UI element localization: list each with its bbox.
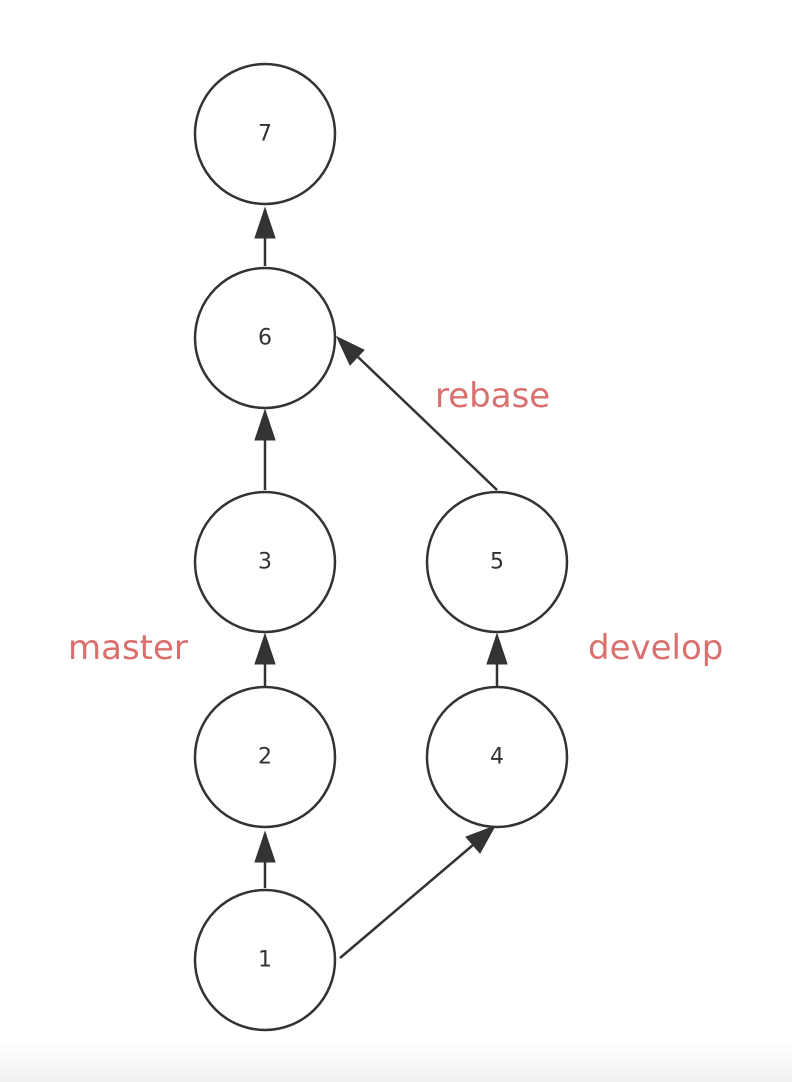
arrow-5-6 [335,335,365,366]
commit-node-1: 1 [193,888,337,1032]
master-branch-label: master [68,628,188,668]
commit-label-2: 2 [258,745,272,770]
edge-5-6 [357,356,498,491]
commit-label-1: 1 [258,948,272,973]
develop-branch-label: develop [588,628,723,668]
arrow-3-6 [254,408,276,441]
commit-node-2: 2 [193,685,337,829]
arrow-1-4 [465,825,497,854]
commit-node-5: 5 [425,490,569,634]
bottom-band [0,1040,792,1082]
commit-node-7: 7 [193,62,337,206]
edges [254,206,508,959]
commit-node-4: 4 [425,685,569,829]
rebase-label: rebase [435,376,550,416]
arrow-4-5 [486,632,508,665]
commit-label-5: 5 [490,550,504,575]
commit-node-3: 3 [193,490,337,634]
commit-label-7: 7 [258,122,272,147]
edge-1-4 [339,844,474,959]
arrow-2-3 [254,632,276,665]
arrow-6-7 [254,206,276,239]
nodes: 7 6 3 5 2 4 1 [193,62,569,1032]
commit-label-6: 6 [258,326,272,351]
commit-node-6: 6 [193,266,337,410]
commit-label-3: 3 [258,550,272,575]
arrow-1-2 [254,830,276,863]
commit-label-4: 4 [490,745,504,770]
